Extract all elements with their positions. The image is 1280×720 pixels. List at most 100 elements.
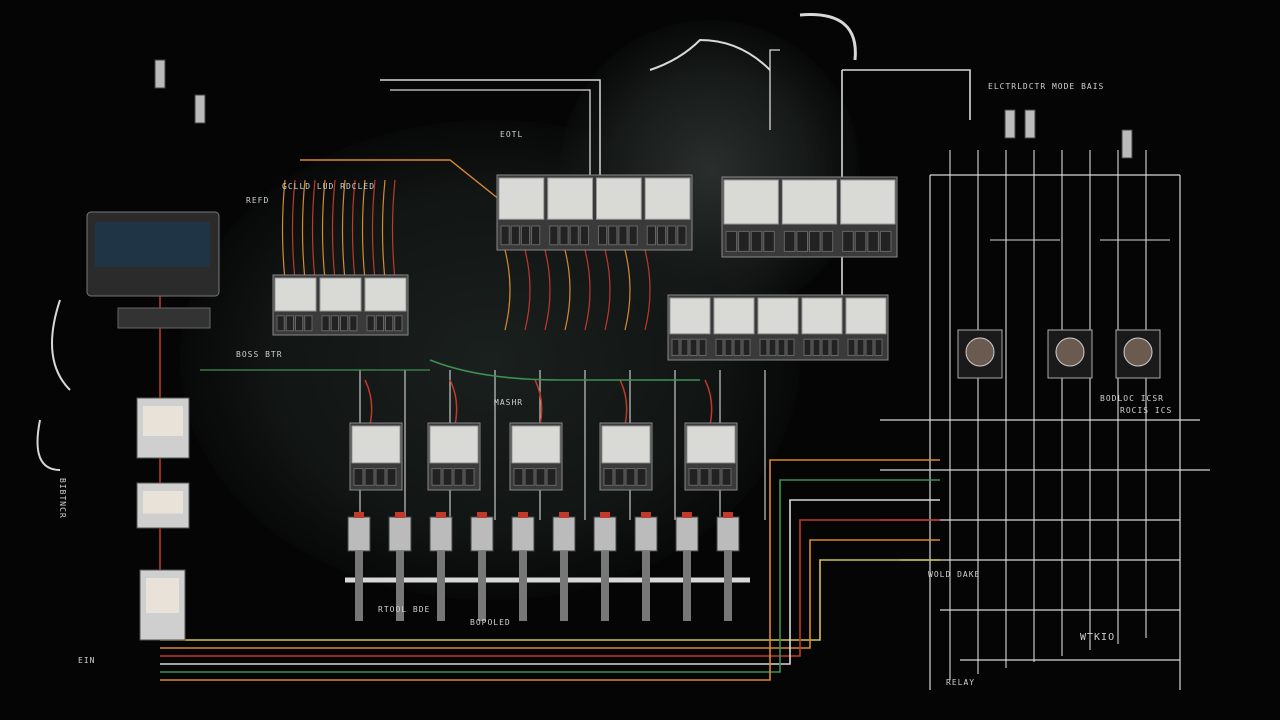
label-top-center: EOTL (500, 130, 524, 139)
sensor (154, 59, 166, 89)
fuse-pin (355, 551, 363, 621)
fuse-pin (519, 551, 527, 621)
terminal (559, 225, 569, 246)
fuse-cap (354, 512, 364, 518)
fuse-pin (683, 551, 691, 621)
fuse-body (634, 516, 658, 552)
meter (957, 329, 1003, 379)
terminal (628, 225, 638, 246)
terminal (725, 230, 738, 252)
fuse-holder (347, 512, 371, 621)
fuse-body (511, 516, 535, 552)
terminal (442, 468, 453, 486)
terminal (821, 338, 830, 356)
terminal (546, 468, 557, 486)
wire (160, 459, 940, 681)
device-screen (143, 406, 183, 436)
wire (842, 69, 971, 120)
module-face (364, 277, 407, 312)
terminal (796, 230, 809, 252)
background-glow-top (560, 20, 860, 320)
terminal (742, 338, 751, 356)
module-face (429, 425, 479, 464)
terminal (579, 225, 589, 246)
wire (291, 179, 296, 281)
terminal (524, 468, 535, 486)
fuse-cap (559, 512, 569, 518)
wire (281, 179, 286, 281)
wire (51, 299, 71, 391)
wire (391, 179, 396, 281)
panel-screen (95, 222, 210, 267)
meter (1115, 329, 1161, 379)
terminal (386, 468, 397, 486)
fuse-body (552, 516, 576, 552)
terminal (625, 468, 636, 486)
module-face (840, 179, 896, 225)
terminal (340, 315, 349, 332)
terminal (768, 338, 777, 356)
meter-dial (965, 337, 995, 367)
terminal (879, 230, 892, 252)
terminal (656, 225, 667, 246)
module-face (781, 179, 838, 225)
sensor (1024, 109, 1036, 139)
fuse-holder (634, 512, 658, 621)
fuse-holder (470, 512, 494, 621)
terminal (738, 230, 750, 252)
wire (160, 479, 940, 673)
fuse-cap (518, 512, 528, 518)
label-upper-left-b: GCLLD LUD RDCLED (282, 182, 376, 191)
wire (649, 38, 771, 71)
terminal (375, 468, 386, 486)
label-bottom-right: WTKIO (1080, 632, 1116, 643)
terminal (777, 338, 786, 356)
fuse-pin (560, 551, 568, 621)
fuse-body (429, 516, 453, 552)
panel-base (117, 307, 211, 329)
wire (301, 179, 306, 281)
wire (300, 159, 501, 201)
fuse-body (716, 516, 740, 552)
label-bottom-mid: RTOOL BDE (378, 605, 431, 614)
wire (331, 179, 336, 281)
module-face (686, 425, 736, 464)
module-face (498, 177, 545, 220)
terminal (763, 230, 775, 252)
terminal (636, 468, 647, 486)
wire (584, 249, 591, 331)
terminal (500, 225, 510, 246)
terminal (569, 225, 579, 246)
terminal (364, 468, 375, 486)
module-face (319, 277, 362, 312)
terminal (667, 225, 677, 246)
terminal (759, 338, 768, 356)
fuse-body (593, 516, 617, 552)
fuse-pin (642, 551, 650, 621)
wire (704, 379, 713, 426)
terminal (671, 338, 680, 356)
terminal (349, 315, 358, 332)
label-upper-left-a: REFD (246, 196, 270, 205)
terminal (854, 230, 867, 252)
device-screen (143, 491, 183, 514)
breaker-module (599, 422, 653, 491)
fuse-holder (593, 512, 617, 621)
module-face (801, 297, 843, 335)
terminal (353, 468, 364, 486)
fuse-body (675, 516, 699, 552)
wire (799, 13, 857, 61)
terminal (520, 225, 531, 246)
fuse-holder (511, 512, 535, 621)
fuse-pin (724, 551, 732, 621)
side-device (139, 569, 186, 641)
sensor (1004, 109, 1016, 139)
terminal (812, 338, 821, 356)
breaker-module (509, 422, 563, 491)
terminal (874, 338, 883, 356)
terminal (715, 338, 724, 356)
breaker-module (272, 274, 409, 336)
label-top-right: ELCTRLDCTR MODE BAIS (988, 82, 1105, 91)
meter-dial (1123, 337, 1153, 367)
